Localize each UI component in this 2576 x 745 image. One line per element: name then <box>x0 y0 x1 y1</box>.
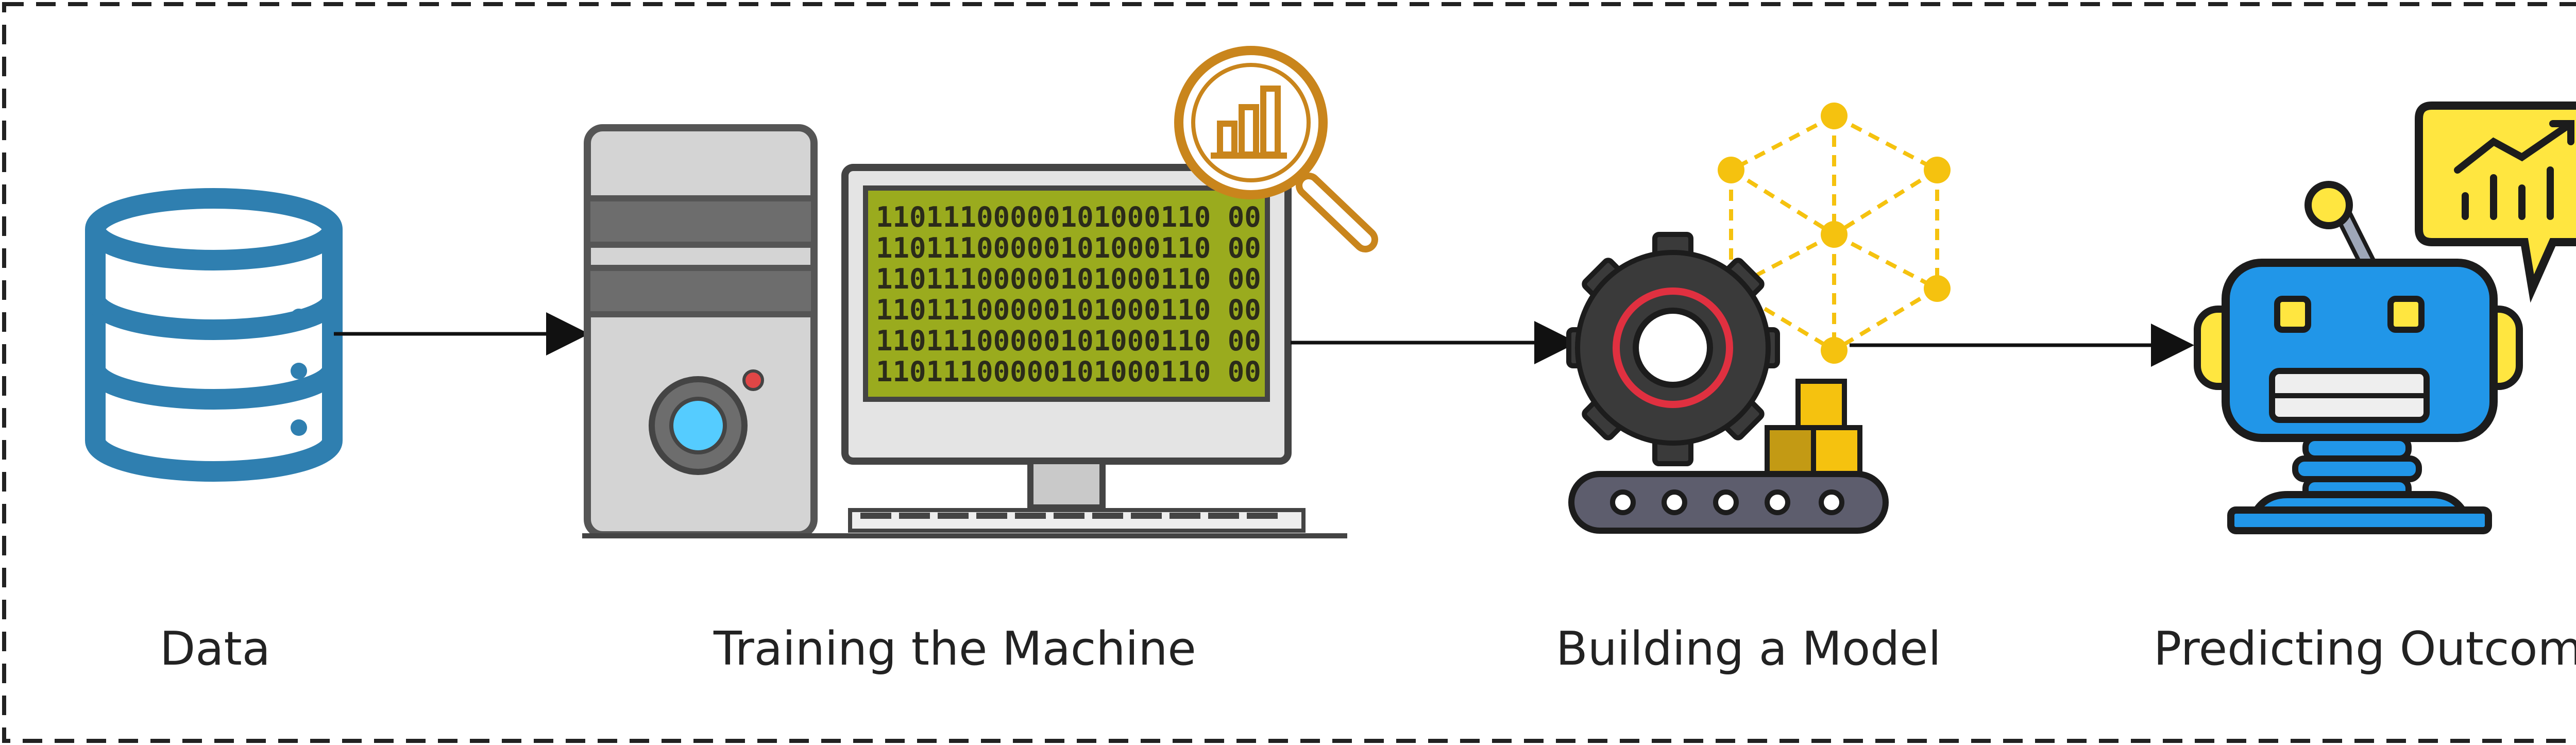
computer-workstation-icon <box>582 124 1347 538</box>
binary-line: 11011100000101000110 00 <box>876 355 1261 388</box>
database-icon <box>85 188 343 482</box>
binary-line: 11011100000101000110 00 <box>876 325 1261 357</box>
stage-label-training: Training the Machine <box>714 622 1196 676</box>
magnifier-chart-icon <box>1174 46 1378 252</box>
stage-label-prediction: Predicting Outcome <box>2154 622 2576 676</box>
stage-label-model: Building a Model <box>1556 622 1941 676</box>
binary-line: 11011100000101000110 00 <box>876 294 1261 326</box>
binary-line: 11011100000101000110 00 <box>876 201 1261 233</box>
binary-code-block: 11011100000101000110 00 1101110000010100… <box>876 201 1261 388</box>
robot-chart-icon <box>2194 101 2576 534</box>
gear-icon <box>1566 232 1780 466</box>
gear-conveyor-network-icon <box>1566 103 1951 534</box>
stage-label-data: Data <box>160 622 270 676</box>
binary-line: 11011100000101000110 00 <box>876 232 1261 264</box>
binary-line: 11011100000101000110 00 <box>876 263 1261 295</box>
robot-base <box>2249 491 2470 514</box>
monitor-screen <box>863 185 1270 402</box>
